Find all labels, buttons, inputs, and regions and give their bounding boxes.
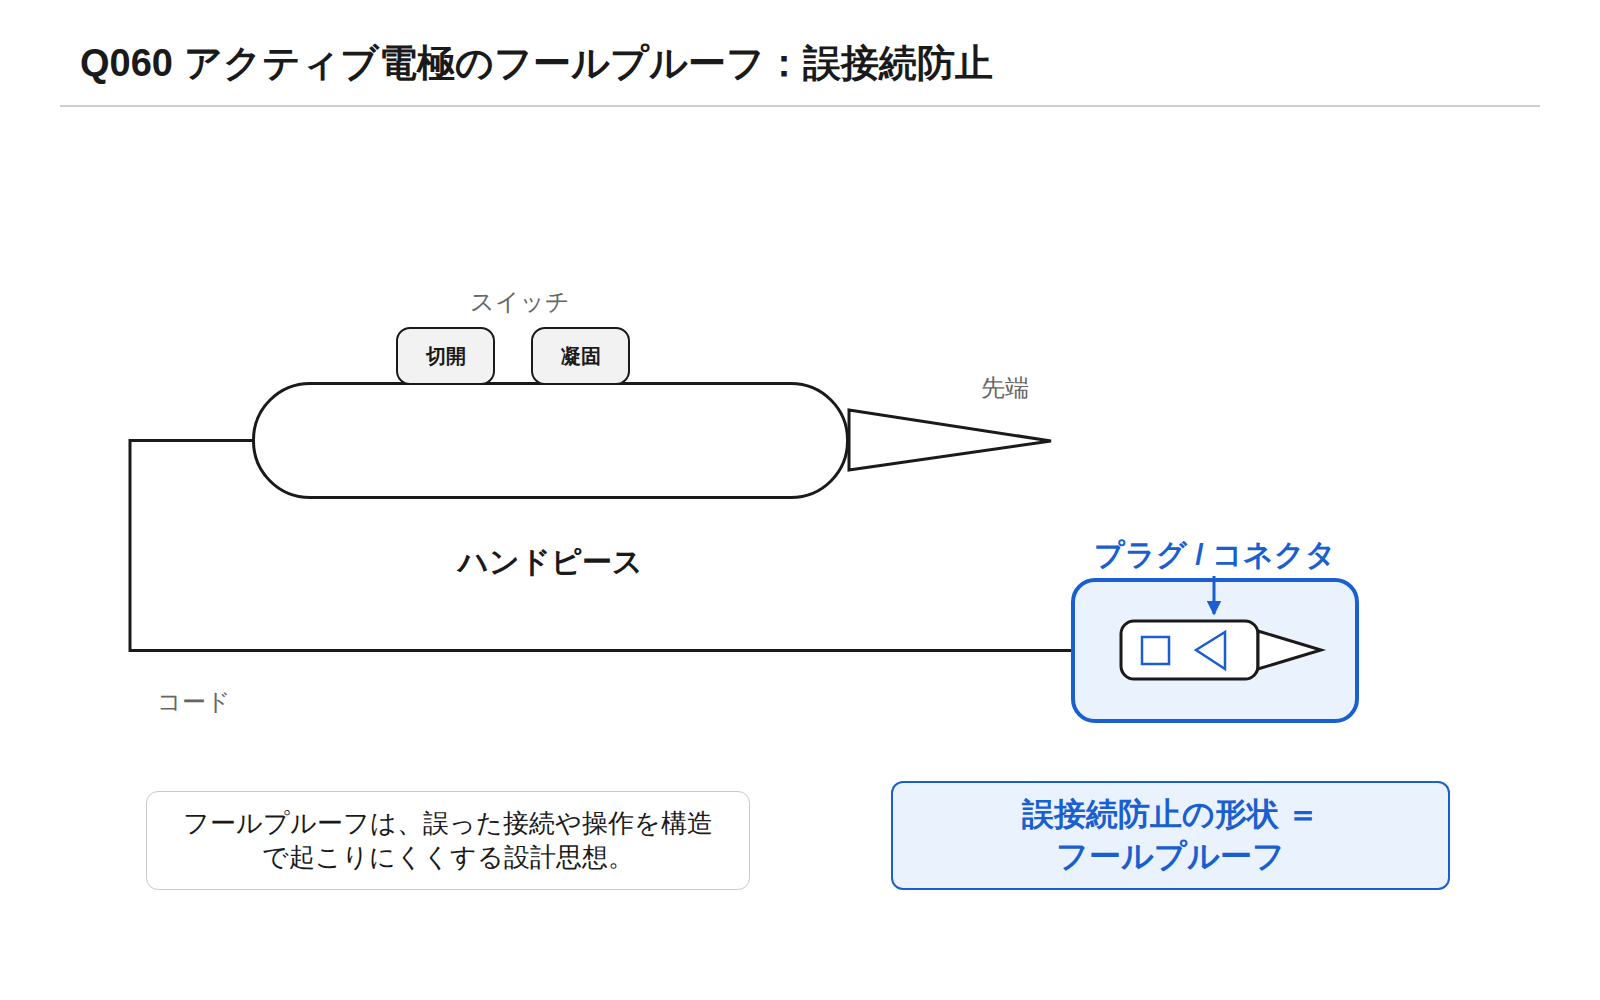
node-text: 凝固 [561, 343, 601, 369]
triangle-key [1196, 632, 1225, 669]
square-key [1142, 637, 1169, 664]
part-label: スイッチ [467, 286, 573, 318]
switch-button: 凝固 [531, 327, 630, 385]
node-text: 誤接続防止の形状 ＝フールプルーフ [1021, 794, 1321, 877]
node-heading: ハンドピース [458, 542, 643, 581]
part-label: コード [154, 686, 234, 718]
title-rule [60, 105, 1540, 107]
node-heading: プラグ / コネクタ [1094, 535, 1336, 574]
node-text: 切開 [426, 343, 466, 369]
node-text: フールプルーフは、誤った接続や操作を構造 で起こりにくくする設計思想。 [174, 807, 722, 875]
plug-connector-box: プラグ / コネクタ [1071, 578, 1359, 723]
note-box: フールプルーフは、誤った接続や操作を構造 で起こりにくくする設計思想。 [146, 791, 750, 890]
electrode-tip [849, 410, 1051, 470]
handpiece-body: ハンドピース [252, 382, 849, 499]
plug-pin [1258, 631, 1321, 669]
title: Q060 アクティブ電極のフールプルーフ：誤接続防止 [80, 38, 993, 89]
plug-body [1121, 621, 1258, 679]
summary-box: 誤接続防止の形状 ＝フールプルーフ [891, 781, 1450, 890]
pointer-arrow [1213, 576, 1216, 614]
part-label: 先端 [978, 372, 1032, 404]
switch-button: 切開 [396, 327, 495, 385]
